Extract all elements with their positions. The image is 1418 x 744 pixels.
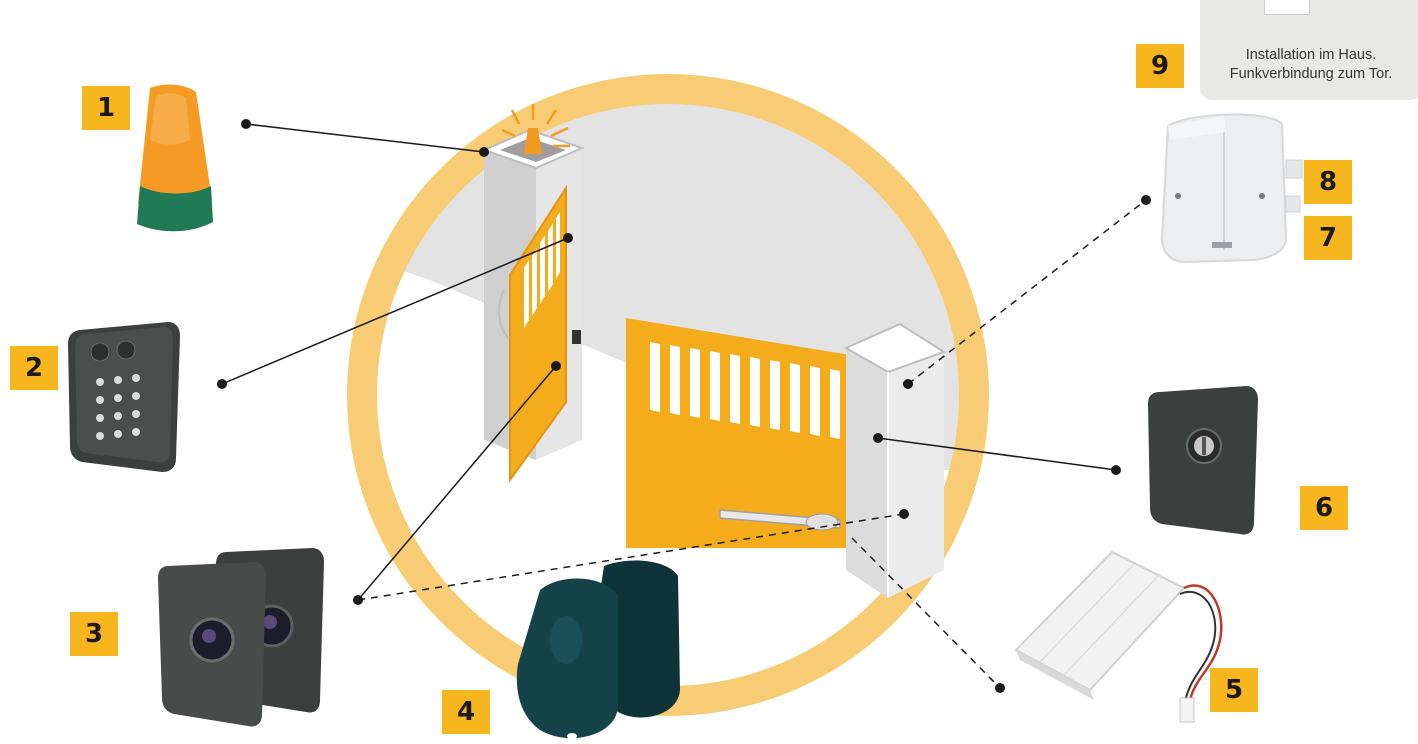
warning-lamp-icon (137, 85, 213, 232)
battery-pack-icon (1016, 552, 1221, 722)
badge-7: 7 (1304, 216, 1352, 260)
keypad-icon (68, 322, 180, 472)
key-switch-icon (1148, 386, 1258, 535)
badge-6: 6 (1300, 486, 1348, 530)
right-pillar (846, 324, 944, 598)
badge-4: 4 (442, 690, 490, 734)
badge-5: 5 (1210, 668, 1258, 712)
photocell-icon (158, 548, 324, 727)
badge-3: 3 (70, 612, 118, 656)
badge-2: 2 (10, 346, 58, 390)
connector-lamp (246, 124, 484, 152)
badge-9: 9 (1136, 44, 1184, 88)
badge-8: 8 (1304, 160, 1352, 204)
junction-box-icon (1162, 114, 1302, 262)
badge-1: 1 (82, 86, 130, 130)
